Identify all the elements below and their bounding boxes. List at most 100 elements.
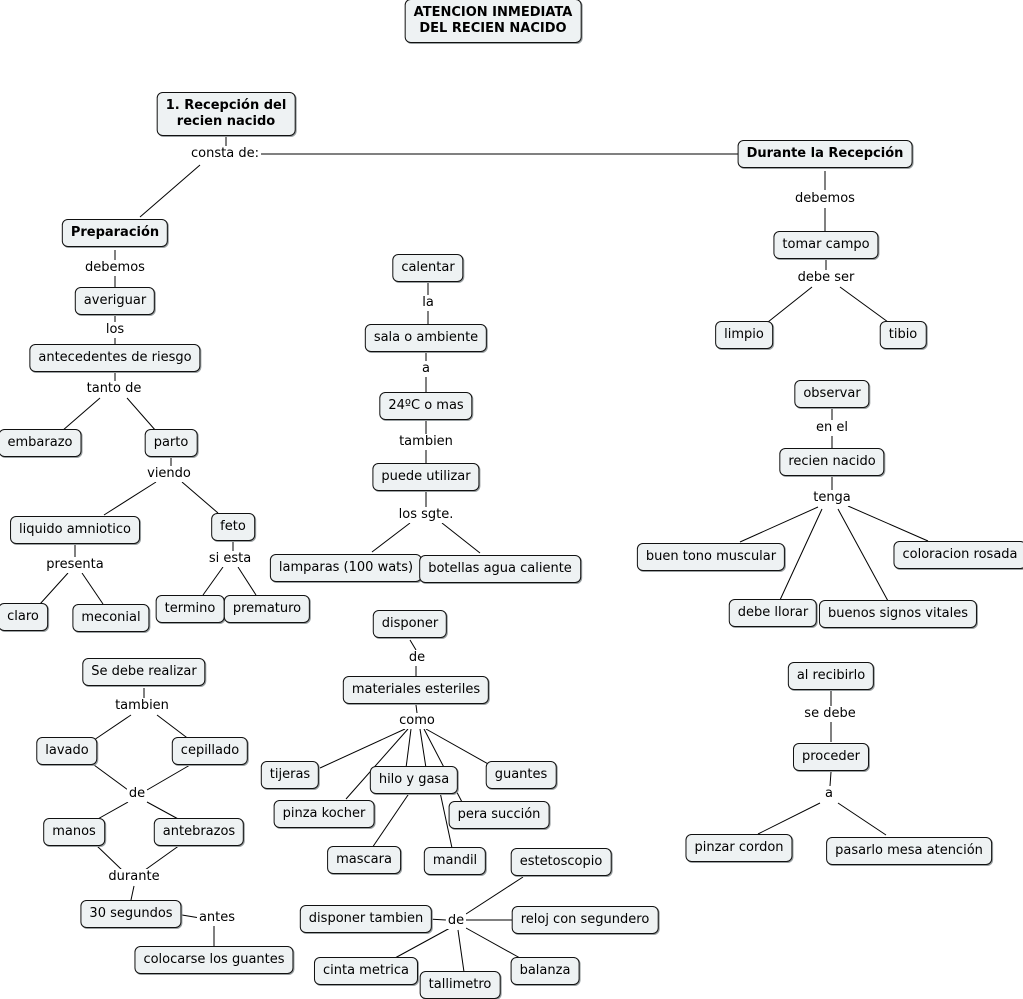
- concept-node-parto: parto: [144, 429, 198, 457]
- concept-node-mascara: mascara: [327, 846, 401, 874]
- connector-line: [181, 481, 219, 514]
- link-label-los-sgte: los sgte.: [396, 507, 456, 523]
- connector-line: [837, 802, 887, 836]
- concept-node-tijeras: tijeras: [260, 761, 320, 789]
- concept-node-lamparas: lamparas (100 wats): [269, 554, 423, 582]
- concept-node-signos: buenos signos vitales: [818, 600, 978, 628]
- concept-node-llorar: debe llorar: [728, 599, 818, 627]
- concept-node-manos: manos: [43, 818, 105, 846]
- link-label-de3: de: [445, 913, 467, 929]
- connector-line: [405, 728, 412, 769]
- connector-line: [371, 791, 411, 849]
- link-label-de1: de: [126, 786, 148, 802]
- link-label-debe-ser: debe ser: [795, 270, 857, 286]
- connector-line: [394, 927, 451, 959]
- connector-line: [95, 844, 123, 871]
- concept-node-limpio: limpio: [715, 321, 773, 349]
- concept-node-balanza: balanza: [510, 957, 580, 985]
- connector-line: [237, 566, 257, 596]
- connector-line: [319, 728, 406, 769]
- connector-line: [767, 286, 813, 323]
- connector-line: [93, 764, 129, 791]
- concept-node-botellas: botellas agua caliente: [419, 555, 581, 583]
- concept-node-estetoscopio: estetoscopio: [510, 848, 612, 876]
- concept-node-prematuro: prematuro: [223, 595, 311, 623]
- link-label-viendo: viendo: [145, 466, 193, 482]
- connector-line: [93, 714, 132, 741]
- connector-line: [103, 481, 157, 516]
- link-label-debemos2: debemos: [793, 191, 857, 207]
- connector-line: [465, 876, 524, 915]
- connector-line: [837, 508, 889, 602]
- connector-line: [409, 639, 417, 651]
- connector-line: [139, 164, 201, 218]
- link-label-en-el: en el: [814, 420, 850, 436]
- concept-node-lavado: lavado: [36, 737, 98, 765]
- link-label-tenga: tenga: [811, 490, 853, 506]
- connector-line: [156, 714, 191, 741]
- concept-node-observar: observar: [794, 380, 870, 408]
- concept-node-treinta: 30 segundos: [80, 900, 182, 928]
- link-label-la: la: [420, 295, 436, 311]
- connector-line: [144, 844, 181, 871]
- link-label-durante: durante: [106, 869, 162, 885]
- connector-line: [81, 572, 104, 605]
- link-label-los: los: [103, 322, 127, 338]
- link-label-consta: consta de:: [189, 146, 261, 162]
- concept-node-disponer: disponer: [372, 610, 448, 638]
- concept-node-disponer-tambien: disponer tambien: [299, 905, 433, 933]
- concept-node-tibio: tibio: [879, 321, 927, 349]
- concept-node-liquido: liquido amniotico: [10, 516, 140, 544]
- concept-node-meconial: meconial: [72, 604, 150, 632]
- concept-node-proceder: proceder: [792, 743, 870, 771]
- connector-line: [126, 397, 157, 432]
- concept-node-cepillado: cepillado: [171, 737, 249, 765]
- connector-line: [425, 728, 491, 766]
- concept-node-pasarlo: pasarlo mesa atención: [826, 837, 992, 865]
- connector-line: [202, 566, 224, 596]
- concept-node-temp: 24ºC o mas: [379, 392, 473, 420]
- concept-node-termino: termino: [155, 595, 225, 623]
- concept-node-guantes: guantes: [485, 761, 557, 789]
- link-label-como: como: [397, 713, 437, 729]
- concept-node-pera: pera succión: [448, 801, 550, 829]
- concept-node-materiales: materiales esteriles: [342, 676, 490, 704]
- concept-node-preparacion: Preparación: [61, 219, 169, 247]
- link-label-presenta: presenta: [44, 557, 106, 573]
- link-label-a1: a: [420, 361, 432, 377]
- concept-node-feto: feto: [211, 513, 255, 541]
- connector-line: [345, 728, 409, 800]
- link-label-antes: antes: [196, 910, 238, 926]
- concept-node-embarazo: embarazo: [0, 429, 82, 457]
- concept-node-sala: sala o ambiente: [364, 324, 488, 352]
- concept-node-se-debe-realizar: Se debe realizar: [82, 658, 206, 686]
- connector-line: [757, 802, 821, 835]
- concept-node-calentar: calentar: [392, 254, 464, 282]
- concept-node-coloracion: coloracion rosada: [893, 541, 1023, 569]
- connector-line: [847, 505, 929, 542]
- concept-node-recien: recien nacido: [779, 448, 885, 476]
- link-label-si-esta: si esta: [206, 551, 254, 567]
- connector-line: [457, 929, 465, 973]
- concept-node-pinzar: pinzar cordon: [685, 834, 793, 862]
- concept-node-tomar: tomar campo: [773, 231, 879, 259]
- concept-node-antecedentes: antecedentes de riesgo: [29, 344, 201, 372]
- concept-node-tono: buen tono muscular: [636, 543, 786, 571]
- connector-line: [441, 522, 481, 554]
- link-label-tanto: tanto de: [84, 381, 144, 397]
- connector-line: [419, 728, 427, 769]
- connector-line: [415, 704, 418, 714]
- concept-node-claro: claro: [0, 603, 48, 631]
- connector-line: [829, 771, 832, 787]
- connector-line: [371, 522, 411, 553]
- concept-node-hilo: hilo y gasa: [369, 766, 459, 794]
- concept-node-colocarse: colocarse los guantes: [134, 946, 294, 974]
- connector-line: [779, 508, 823, 601]
- concept-node-al-recibirlo: al recibirlo: [787, 662, 875, 690]
- connector-line: [839, 286, 889, 323]
- connector-line: [739, 506, 819, 543]
